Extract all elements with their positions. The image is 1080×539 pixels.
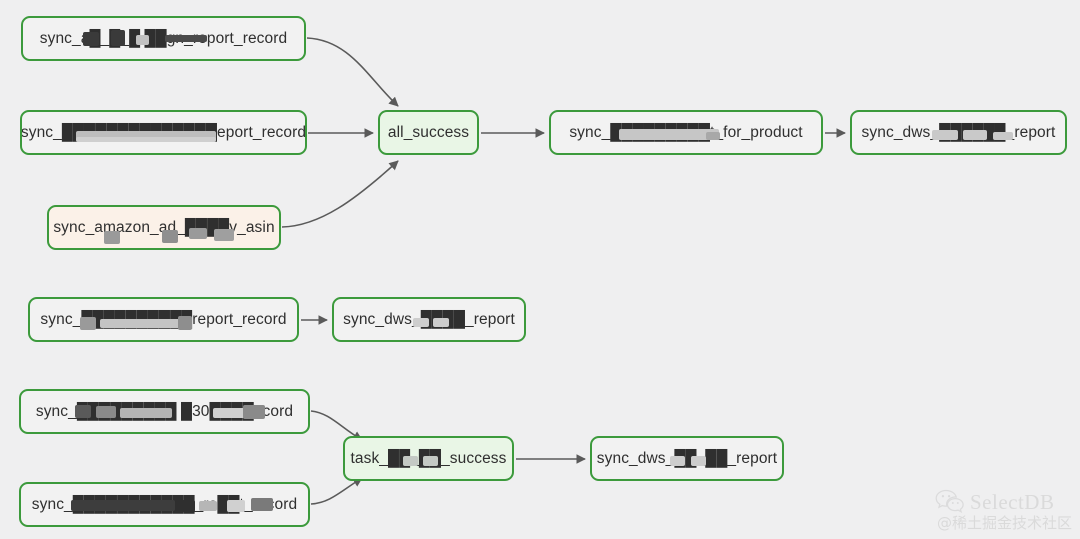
node-label: sync_dws_██████_report [861, 123, 1056, 141]
node-label: sync_a█_█_█ ██gn_report_record [39, 29, 288, 47]
edge-n9-to-task-success [310, 477, 363, 505]
graph-node-n2[interactable]: sync_██████████████eport_record [20, 110, 307, 155]
node-label: sync_█████████t_for_product [569, 123, 803, 141]
graph-node-n1[interactable]: sync_a█_█_█ ██gn_report_record [21, 16, 306, 61]
edge-n3-to-all-success [281, 160, 399, 228]
graph-node-n7[interactable]: sync_dws_████_report [332, 297, 526, 342]
graph-node-all-success[interactable]: all_success [378, 110, 479, 155]
watermark-subtitle: @稀土掘金技术社区 [936, 514, 1072, 532]
wechat-icon [935, 489, 965, 515]
node-label: sync_███████████_re██t_record [31, 495, 298, 513]
graph-node-n9[interactable]: sync_███████████_re██t_record [19, 482, 310, 527]
node-label: sync_dws_████_report [343, 310, 515, 328]
graph-node-n5[interactable]: sync_dws_██████_report [850, 110, 1067, 155]
graph-node-n3[interactable]: sync_amazon_ad_████v_asin [47, 205, 281, 250]
node-label: all_success [387, 123, 470, 141]
watermark-row: SelectDB [935, 489, 1054, 515]
graph-node-n6[interactable]: sync_██████████report_record [28, 297, 299, 342]
node-label: sync_██████████████eport_record [20, 123, 307, 141]
graph-node-task-success[interactable]: task_██_██_success [343, 436, 514, 481]
watermark-name: SelectDB [969, 489, 1055, 514]
graph-node-n8[interactable]: sync_█████████ █30████ecord [19, 389, 310, 434]
node-label: sync_██████████report_record [40, 310, 287, 328]
watermark: SelectDB @稀土掘金技术社区 [935, 489, 1072, 533]
node-label: sync_█████████ █30████ecord [35, 402, 294, 420]
node-label: sync_dws_██_██_report [596, 449, 778, 467]
node-label: task_██_██_success [350, 449, 507, 467]
graph-node-n4[interactable]: sync_█████████t_for_product [549, 110, 823, 155]
node-label: sync_amazon_ad_████v_asin [53, 218, 275, 236]
graph-node-n10[interactable]: sync_dws_██_██_report [590, 436, 784, 481]
edge-n1-to-all-success [306, 37, 399, 107]
